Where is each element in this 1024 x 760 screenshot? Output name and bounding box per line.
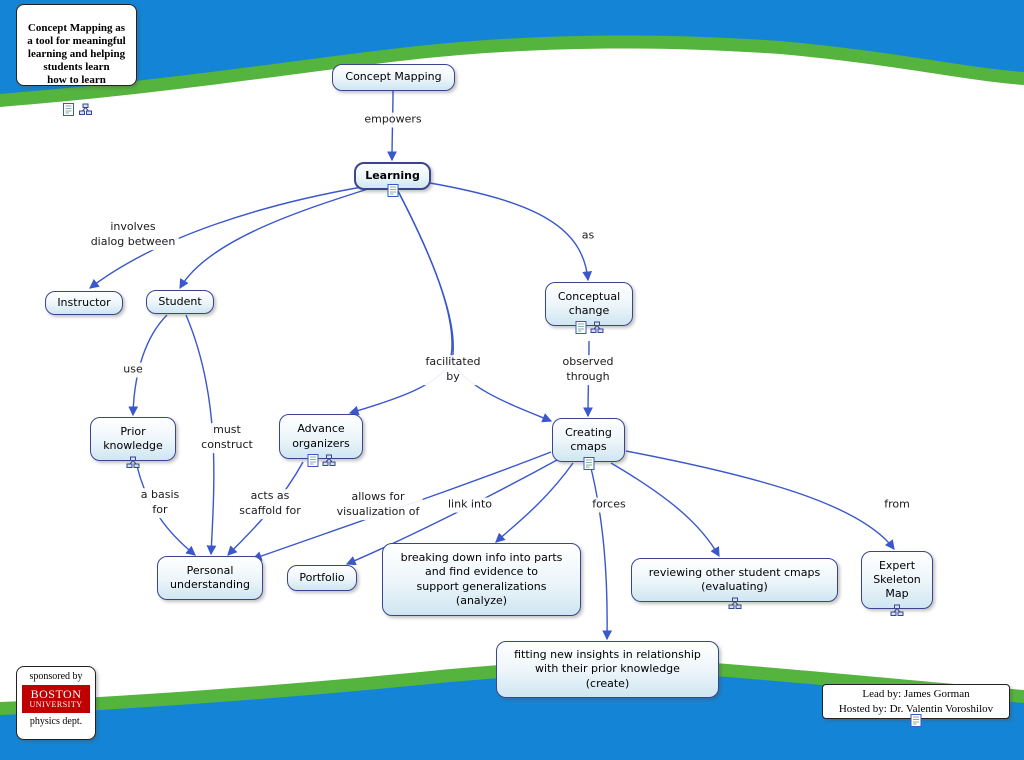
- node-label: reviewing other student cmaps (evaluatin…: [648, 565, 821, 593]
- node-portfolio[interactable]: Portfolio: [287, 565, 357, 591]
- link-must-construct[interactable]: must construct: [198, 423, 256, 453]
- resource-icons[interactable]: [582, 457, 595, 470]
- cmap-resource-icon[interactable]: [78, 103, 92, 116]
- link-facilitated-by[interactable]: facilitated by: [422, 355, 484, 385]
- node-label: Concept Mapping: [345, 70, 442, 84]
- edge-creatingcmaps-expertskeletonmap: [625, 450, 895, 550]
- resource-icons[interactable]: [728, 597, 741, 610]
- resource-icons[interactable]: [19, 102, 134, 116]
- node-prior-knowledge[interactable]: Prior knowledge: [90, 417, 176, 468]
- document-resource-icon[interactable]: [910, 714, 923, 727]
- top-green-wave: [0, 0, 1024, 107]
- credits-box: Lead by: James Gorman Hosted by: Dr. Val…: [822, 684, 1010, 727]
- edge-creatingcmaps-analyze: [495, 462, 574, 543]
- node-label: Instructor: [57, 295, 111, 309]
- link-empowers[interactable]: empowers: [361, 112, 425, 128]
- node-evaluating[interactable]: reviewing other student cmaps (evaluatin…: [631, 558, 838, 609]
- link-allows-for-visualization-of[interactable]: allows for visualization of: [333, 490, 423, 520]
- node-concept-mapping[interactable]: Concept Mapping: [332, 64, 455, 91]
- node-conceptual-change[interactable]: Conceptual change: [545, 282, 633, 334]
- node-label: Student: [158, 294, 202, 308]
- resource-icons[interactable]: [126, 456, 140, 469]
- document-resource-icon[interactable]: [307, 454, 320, 467]
- link-from[interactable]: from: [881, 497, 913, 513]
- document-resource-icon[interactable]: [386, 184, 399, 197]
- link-a-basis-for[interactable]: a basis for: [137, 488, 183, 518]
- document-resource-icon[interactable]: [582, 457, 595, 470]
- link-forces[interactable]: forces: [589, 497, 629, 513]
- node-label: Portfolio: [299, 570, 345, 584]
- link-link-into[interactable]: link into: [444, 497, 496, 513]
- node-create[interactable]: fitting new insights in relationship wit…: [496, 641, 719, 698]
- node-label: Personal understanding: [170, 563, 250, 591]
- document-resource-icon[interactable]: [575, 321, 588, 334]
- node-label: Expert Skeleton Map: [873, 558, 921, 601]
- map-title-text: Concept Mapping as a tool for meaningful…: [27, 21, 126, 86]
- node-label: Advance organizers: [292, 422, 350, 450]
- node-student[interactable]: Student: [146, 290, 214, 314]
- link-use[interactable]: use: [120, 362, 146, 378]
- node-label: Conceptual change: [557, 289, 621, 317]
- bu-logo-line2: UNIVERSITY: [29, 700, 83, 710]
- map-title-box[interactable]: Concept Mapping as a tool for meaningful…: [16, 4, 137, 116]
- node-learning[interactable]: Learning: [354, 162, 431, 197]
- node-label: Learning: [365, 168, 420, 182]
- edge-learning-creatingcmaps: [397, 190, 553, 423]
- sponsor-box: sponsored by BOSTON UNIVERSITY physics d…: [16, 666, 96, 740]
- boston-university-logo: BOSTON UNIVERSITY: [22, 685, 90, 713]
- node-label: Prior knowledge: [103, 424, 163, 452]
- resource-icons[interactable]: [386, 184, 399, 197]
- cmap-resource-icon[interactable]: [126, 456, 140, 469]
- sponsored-by-text: sponsored by: [29, 671, 83, 682]
- resource-icons[interactable]: [575, 321, 604, 334]
- link-observed-through[interactable]: observed through: [559, 355, 617, 385]
- document-resource-icon[interactable]: [62, 102, 75, 116]
- cmap-resource-icon[interactable]: [728, 597, 741, 610]
- node-creating-cmaps[interactable]: Creating cmaps: [552, 418, 625, 470]
- edge-learning-student: [179, 188, 369, 290]
- node-instructor[interactable]: Instructor: [45, 291, 123, 315]
- credits-lead: Lead by: James Gorman: [862, 688, 970, 701]
- cmap-resource-icon[interactable]: [322, 454, 336, 467]
- node-personal-understanding[interactable]: Personal understanding: [157, 556, 263, 600]
- node-label: breaking down info into parts and find e…: [400, 551, 563, 607]
- link-involves-dialog-between[interactable]: involves dialog between: [87, 220, 179, 250]
- resource-icons[interactable]: [307, 454, 336, 467]
- top-blue-wave: [0, 0, 1024, 94]
- link-acts-as-scaffold-for[interactable]: acts as scaffold for: [236, 489, 304, 519]
- physics-dept-text: physics dept.: [29, 715, 83, 727]
- resource-icons[interactable]: [910, 714, 923, 727]
- node-analyze[interactable]: breaking down info into parts and find e…: [382, 543, 581, 616]
- resource-icons[interactable]: [890, 604, 904, 617]
- edge-learning-conceptualchange: [429, 182, 593, 282]
- cmap-resource-icon[interactable]: [590, 321, 604, 334]
- edge-creatingcmaps-create: [589, 463, 613, 641]
- link-as[interactable]: as: [578, 228, 598, 244]
- node-advance-organizers[interactable]: Advance organizers: [279, 414, 363, 467]
- node-label: Creating cmaps: [565, 425, 612, 453]
- cmap-resource-icon[interactable]: [890, 604, 904, 617]
- node-expert-skeleton-map[interactable]: Expert Skeleton Map: [861, 551, 933, 616]
- node-label: fitting new insights in relationship wit…: [514, 648, 701, 690]
